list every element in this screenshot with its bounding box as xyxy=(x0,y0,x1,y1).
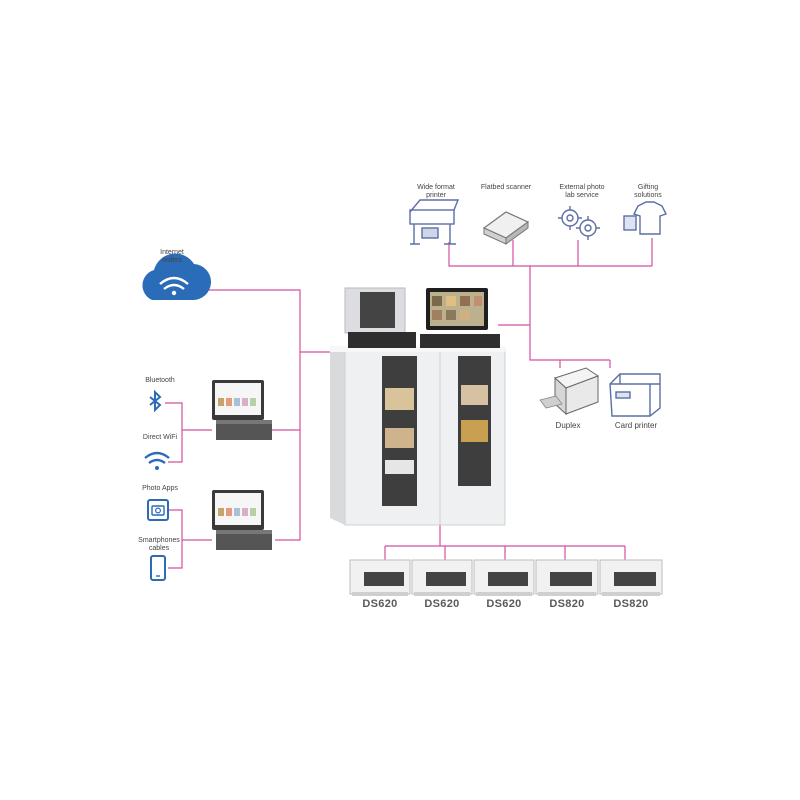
label-duplex: Duplex xyxy=(555,421,581,430)
connector-top-bus xyxy=(448,238,653,368)
label-printer-1: DS620 xyxy=(362,598,398,610)
label-internet-orders: Internet orders xyxy=(160,249,184,265)
label-direct-wifi: Direct WiFi xyxy=(142,434,178,441)
printer-ds820-1 xyxy=(535,559,599,596)
gifting-icon xyxy=(623,201,667,235)
bluetooth-icon xyxy=(149,389,162,413)
wifi-icon xyxy=(144,451,170,470)
label-printer-5: DS820 xyxy=(613,598,649,610)
connector-kiosk-bus xyxy=(275,351,335,541)
label-printer-2: DS620 xyxy=(424,598,460,610)
cloud-wifi-icon xyxy=(142,253,212,301)
label-card-printer: Card printer xyxy=(614,421,658,430)
connector-bluetooth xyxy=(165,402,212,463)
camera-app-icon xyxy=(147,499,169,521)
label-flatbed: Flatbed scanner xyxy=(480,184,532,191)
order-station-bottom xyxy=(212,490,272,550)
smartphone-icon xyxy=(150,555,166,581)
printer-row xyxy=(349,559,663,596)
connector-internet xyxy=(190,289,301,431)
duplex-printer-icon xyxy=(539,367,600,416)
order-station-top xyxy=(212,380,272,440)
label-smartphones-cables: Smartphones cables xyxy=(138,537,180,553)
label-photo-apps: Photo Apps xyxy=(142,485,178,492)
card-printer-icon xyxy=(609,373,661,417)
flatbed-scanner-icon xyxy=(482,211,530,245)
label-gifting: Gifting solutions xyxy=(634,184,662,200)
printer-ds820-2 xyxy=(599,559,663,596)
label-photo-lab: External photo lab service xyxy=(559,184,605,200)
label-printer-3: DS620 xyxy=(486,598,522,610)
wide-format-printer-icon xyxy=(409,199,460,245)
label-wide-format: Wide format printer xyxy=(417,184,455,200)
printer-ds620-2 xyxy=(411,559,473,596)
central-cabinet xyxy=(330,287,506,526)
label-printer-4: DS820 xyxy=(549,598,585,610)
connector-apps xyxy=(168,509,212,569)
gears-icon xyxy=(558,206,600,240)
printer-ds620-3 xyxy=(473,559,535,596)
label-bluetooth: Bluetooth xyxy=(145,377,175,384)
printer-ds620-1 xyxy=(349,559,411,596)
